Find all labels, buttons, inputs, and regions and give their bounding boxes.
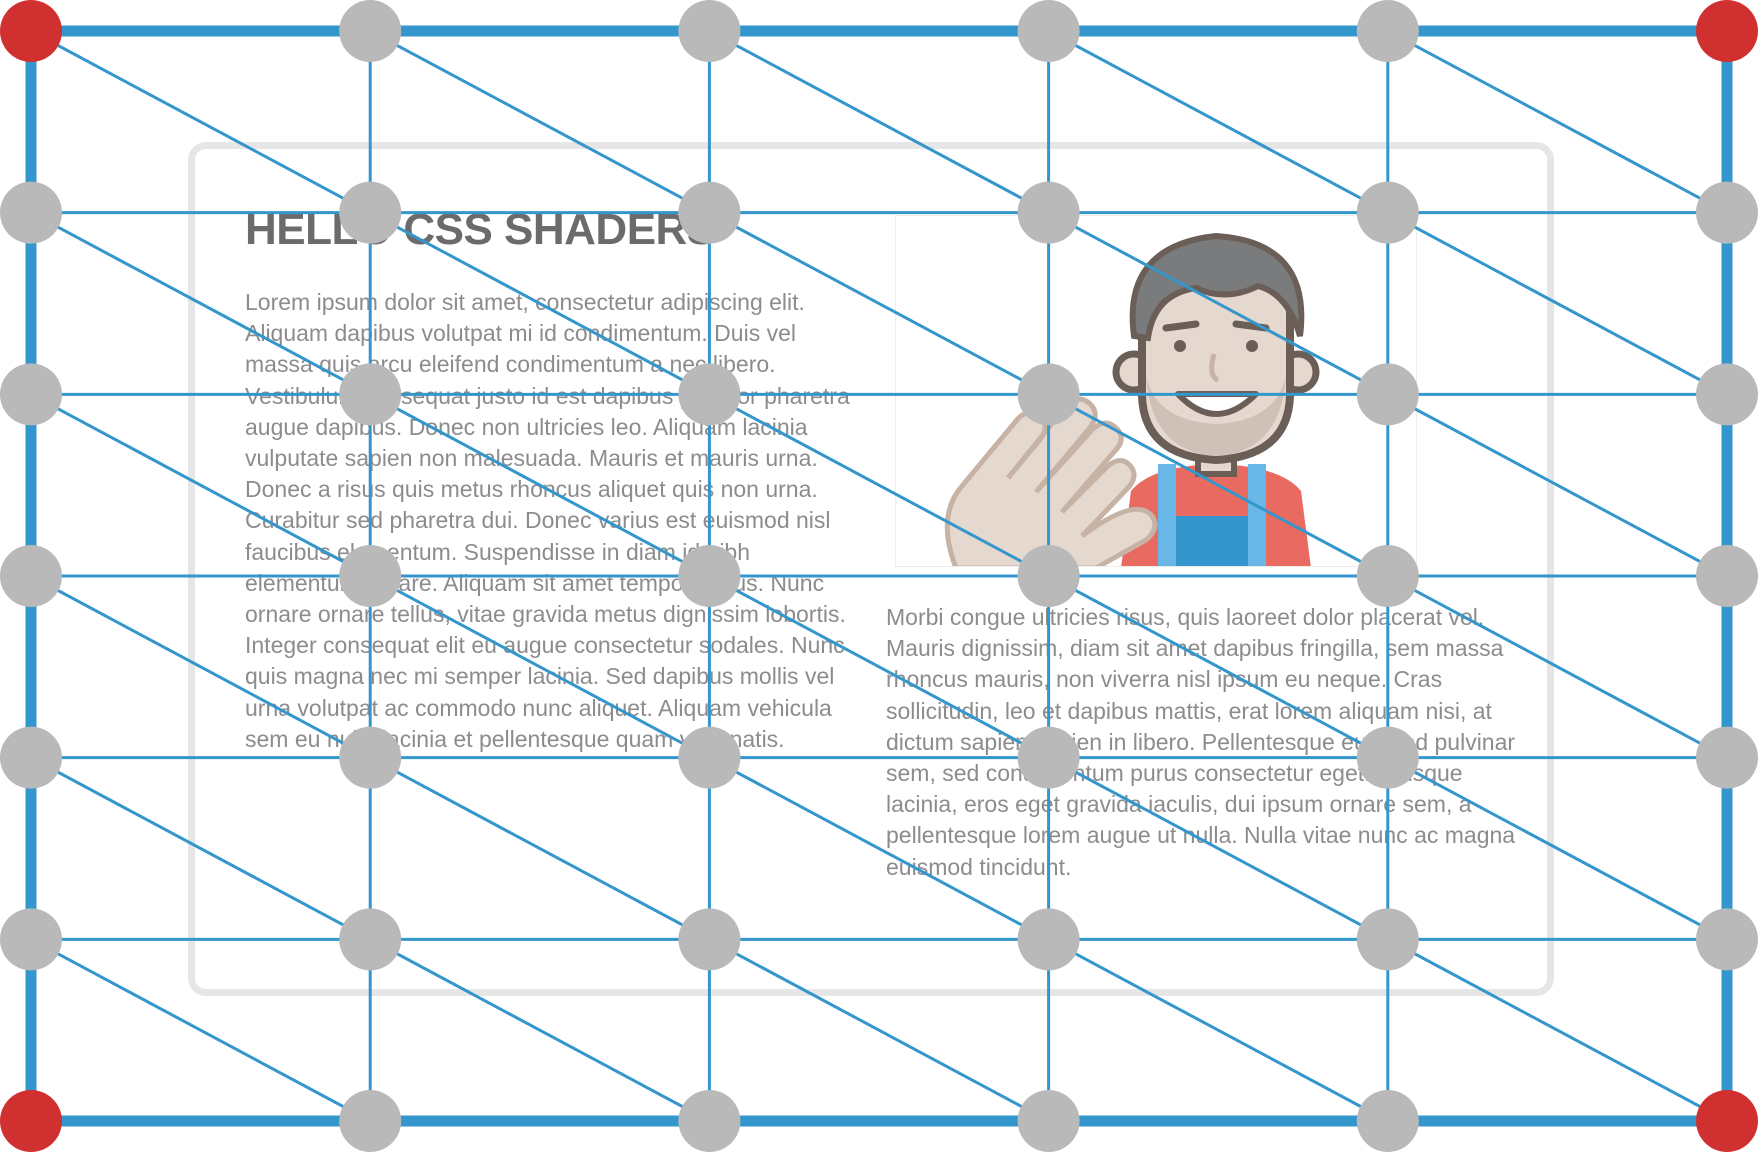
mesh-vertex <box>1696 908 1758 971</box>
mesh-diagonal-line <box>708 211 1050 396</box>
mesh-vertex <box>1356 908 1419 971</box>
mesh-diagonal-line <box>30 29 371 214</box>
mesh-diagonal-line <box>1387 574 1728 759</box>
mesh-vertex <box>678 181 741 244</box>
man-strap-left <box>1158 464 1176 566</box>
mesh-vertex <box>339 1090 402 1152</box>
mesh-vertex <box>1696 545 1758 607</box>
mesh-vertex <box>1696 181 1758 244</box>
mesh-vertex <box>1017 181 1080 244</box>
mesh-diagonal-line <box>708 29 1050 214</box>
mesh-vertex <box>0 726 62 789</box>
mesh-diagonal-line <box>1047 393 1389 578</box>
mesh-diagonal-line <box>369 393 711 578</box>
mesh-vertex <box>1017 726 1080 789</box>
mesh-vertex <box>1017 363 1080 426</box>
mesh-diagonal-line <box>1047 938 1389 1123</box>
mesh-corner-vertex <box>1696 0 1758 62</box>
mesh-vertex <box>678 363 741 426</box>
mesh-vertex <box>1356 363 1419 426</box>
mesh-diagonal-line <box>1047 574 1389 759</box>
mesh-diagonal-line <box>369 211 711 396</box>
mesh-diagonal-line <box>708 938 1050 1123</box>
mesh-vertex <box>1696 726 1758 789</box>
mesh-vertex <box>339 181 402 244</box>
mesh-diagonal-line <box>30 574 371 759</box>
mesh-diagonal-line <box>1387 756 1728 941</box>
mesh-vertex <box>1356 545 1419 607</box>
article-paragraph-left: Lorem ipsum dolor sit amet, consectetur … <box>245 289 850 752</box>
mesh-vertex <box>339 726 402 789</box>
mesh-vertex <box>678 726 741 789</box>
mesh-vertex <box>1017 1090 1080 1152</box>
mesh-diagonal-line <box>708 574 1050 759</box>
mesh-diagonal-line <box>369 29 711 214</box>
mesh-vertex <box>339 545 402 607</box>
mesh-vertex <box>339 363 402 426</box>
mesh-diagonal-line <box>369 756 711 941</box>
mesh-vertex <box>339 0 402 62</box>
mesh-diagonal-line <box>1387 211 1728 396</box>
mesh-vertex <box>1017 0 1080 62</box>
mesh-vertex <box>0 181 62 244</box>
mesh-diagonal-line <box>30 938 371 1123</box>
mesh-vertex <box>0 908 62 971</box>
mesh-diagonal-line <box>1387 938 1728 1123</box>
article-card <box>188 142 1554 996</box>
mesh-diagonal-line <box>30 756 371 941</box>
mesh-vertex <box>1696 363 1758 426</box>
man-smile <box>1175 391 1259 417</box>
mesh-diagonal-line <box>1047 29 1389 214</box>
man-strap-right <box>1248 464 1266 566</box>
mesh-diagonal-line <box>1047 211 1389 396</box>
mesh-vertex <box>0 545 62 607</box>
mesh-corner-vertex <box>0 0 62 62</box>
mesh-vertex <box>1356 0 1419 62</box>
mesh-corner-vertex <box>1696 1090 1758 1152</box>
man-beard <box>1146 376 1286 456</box>
mesh-diagonal-line <box>369 574 711 759</box>
mesh-vertex <box>678 908 741 971</box>
mesh-vertex <box>1356 181 1419 244</box>
mesh-diagonal-line <box>30 393 371 578</box>
man-hair <box>1129 232 1305 342</box>
mesh-vertex <box>1017 545 1080 607</box>
mesh-diagonal-line <box>708 393 1050 578</box>
mesh-vertex <box>1017 908 1080 971</box>
man-bib <box>1176 516 1248 566</box>
mesh-diagonal-line <box>1047 756 1389 941</box>
mesh-diagonal-line <box>708 756 1050 941</box>
mesh-diagonal-line <box>1387 393 1728 578</box>
mesh-diagonal-line <box>1387 29 1728 214</box>
mesh-vertex <box>678 0 741 62</box>
mesh-vertex <box>678 1090 741 1152</box>
mesh-diagonal-line <box>369 938 711 1123</box>
mesh-vertex <box>1356 726 1419 789</box>
mesh-vertex <box>0 363 62 426</box>
mesh-vertex <box>1356 1090 1419 1152</box>
mesh-diagonal-line <box>30 211 371 396</box>
mesh-vertex <box>678 545 741 607</box>
mesh-corner-vertex <box>0 1090 62 1152</box>
mesh-vertex <box>339 908 402 971</box>
